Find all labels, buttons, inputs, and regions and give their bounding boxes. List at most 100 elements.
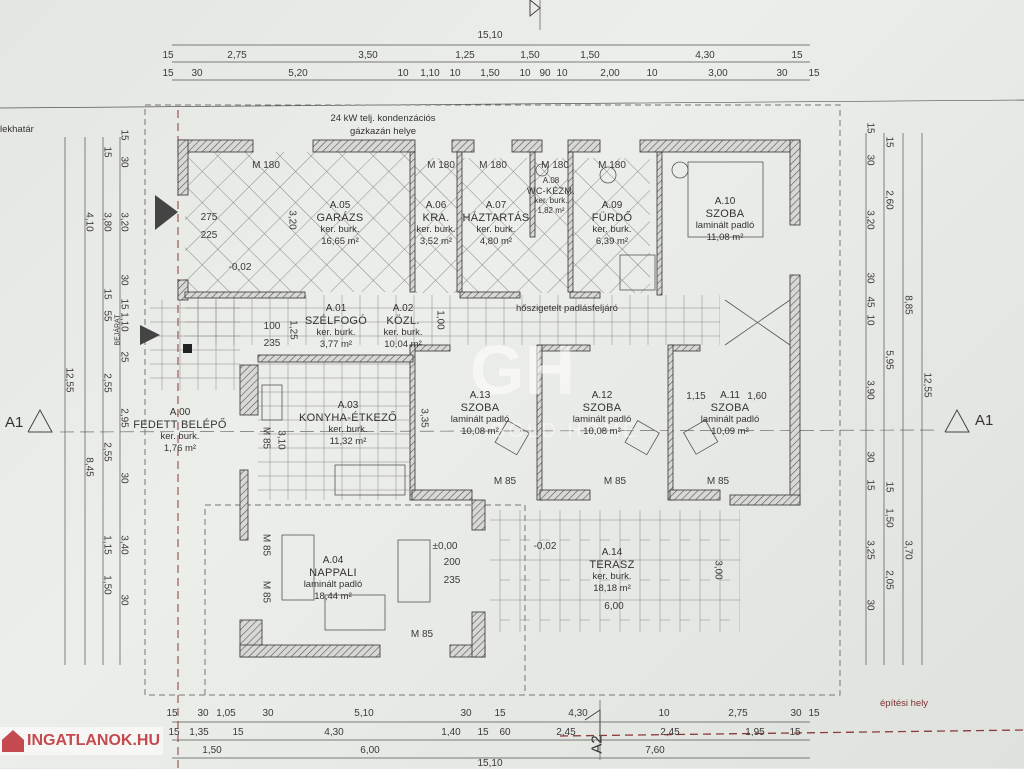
dim: 2,75 bbox=[227, 50, 247, 61]
dim: 2,75 bbox=[728, 708, 748, 719]
dim: 1,40 bbox=[441, 727, 461, 738]
room-name: HÁZTARTÁS bbox=[462, 212, 530, 224]
dim: 15 bbox=[162, 50, 174, 61]
dim: 3,50 bbox=[358, 50, 378, 61]
room-floor: ker. burk. bbox=[316, 327, 356, 338]
room-area: 18,44 m² bbox=[314, 591, 352, 602]
room-area: 1,82 m² bbox=[537, 206, 565, 215]
dim: 30 bbox=[191, 68, 203, 79]
dim: 4,30 bbox=[695, 50, 715, 61]
dim: 1,05 bbox=[216, 708, 236, 719]
room-name: NAPPALI bbox=[309, 567, 357, 579]
section-a1-left: A1 bbox=[5, 414, 24, 431]
dim: 10 bbox=[658, 708, 670, 719]
window-mark: M 85 bbox=[410, 629, 434, 640]
dim: 15 bbox=[789, 727, 801, 738]
room-floor: laminált padló bbox=[695, 220, 755, 231]
dim-left-total: 12,55 bbox=[63, 367, 75, 393]
dim: 1,50 bbox=[580, 50, 600, 61]
room-area: 16,65 m² bbox=[321, 236, 359, 247]
dim: 10 bbox=[449, 68, 461, 79]
dim: 3,70 bbox=[902, 540, 914, 560]
room-code: A.04 bbox=[322, 555, 344, 566]
dim: 2,55 bbox=[101, 442, 113, 462]
room-code: A.12 bbox=[591, 390, 613, 401]
dim: 3,00 bbox=[708, 68, 728, 79]
dim: 15 bbox=[808, 708, 820, 719]
dim: 4,10 bbox=[83, 212, 95, 232]
dim: 4,30 bbox=[324, 727, 344, 738]
plot-boundary-label: lekhatár bbox=[0, 124, 34, 135]
room-code: A.06 bbox=[425, 200, 447, 211]
dim: 15 bbox=[118, 129, 130, 141]
dim: 90 bbox=[539, 68, 551, 79]
dim: 8,45 bbox=[83, 457, 95, 477]
ingatlanok-watermark: INGATLANOK.HU bbox=[0, 727, 164, 755]
watermark-text: INGATLANOK.HU bbox=[27, 732, 161, 749]
room-area: 1,76 m² bbox=[163, 443, 197, 454]
door-mark: M 180 bbox=[252, 160, 280, 171]
dim: 1,50 bbox=[883, 508, 895, 528]
dim: 15 bbox=[864, 479, 876, 491]
dim: 30 bbox=[864, 272, 876, 284]
dim: 2,95 bbox=[118, 408, 130, 428]
door-mark: M 85 bbox=[603, 476, 627, 487]
room-code: A.09 bbox=[601, 200, 623, 211]
door-mark: M 85 bbox=[706, 476, 730, 487]
dim: 30 bbox=[197, 708, 209, 719]
door-mark: M 180 bbox=[427, 160, 455, 171]
note: 3,20 bbox=[286, 210, 298, 230]
room-code: A.02 bbox=[392, 303, 414, 314]
dim: 5,20 bbox=[288, 68, 308, 79]
dim: 15 bbox=[168, 727, 180, 738]
note: 1,00 bbox=[434, 310, 446, 330]
section-a2: A2 bbox=[588, 735, 606, 754]
logo-watermark: GH bbox=[470, 331, 575, 409]
dim: 1,35 bbox=[189, 727, 209, 738]
room-area: 11,08 m² bbox=[706, 232, 744, 243]
dim: 10 bbox=[646, 68, 658, 79]
room-code: A.11 bbox=[720, 390, 740, 401]
dim: 3,40 bbox=[118, 535, 130, 555]
dim: 1,10 bbox=[420, 68, 440, 79]
dim: 1,50 bbox=[101, 575, 113, 595]
dim: 15 bbox=[864, 122, 876, 134]
room-name: FÜRDŐ bbox=[591, 212, 633, 224]
room-name: KONYHA-ÉTKEZŐ bbox=[298, 412, 398, 424]
dim: 30 bbox=[460, 708, 472, 719]
dim: 15 bbox=[808, 68, 820, 79]
dim: 1,15 bbox=[101, 535, 113, 555]
dim: 1,25 bbox=[455, 50, 475, 61]
dim: 2,45 bbox=[556, 727, 576, 738]
note: 275 bbox=[200, 212, 218, 223]
dim: 30 bbox=[118, 274, 130, 286]
note: 100 bbox=[263, 321, 281, 332]
room-name: KÖZL. bbox=[386, 315, 420, 327]
dim: 30 bbox=[864, 451, 876, 463]
dim: 3,20 bbox=[118, 212, 130, 232]
room-code: A.05 bbox=[329, 200, 351, 211]
section-a1-right: A1 bbox=[975, 412, 994, 429]
window-mark: M 85 bbox=[260, 533, 272, 557]
dim: 60 bbox=[499, 727, 511, 738]
note: 3,00 bbox=[712, 560, 724, 580]
window-mark: M 85 bbox=[260, 426, 272, 450]
room-area: 18,18 m² bbox=[593, 583, 631, 594]
note: 1,60 bbox=[747, 391, 767, 402]
dim: 5,95 bbox=[883, 350, 895, 370]
room-name: TERASZ bbox=[589, 559, 635, 571]
room-name: FEDETT BELÉPŐ bbox=[133, 419, 227, 431]
dim: 15 bbox=[101, 146, 113, 158]
room-floor: ker. burk. bbox=[476, 224, 516, 235]
